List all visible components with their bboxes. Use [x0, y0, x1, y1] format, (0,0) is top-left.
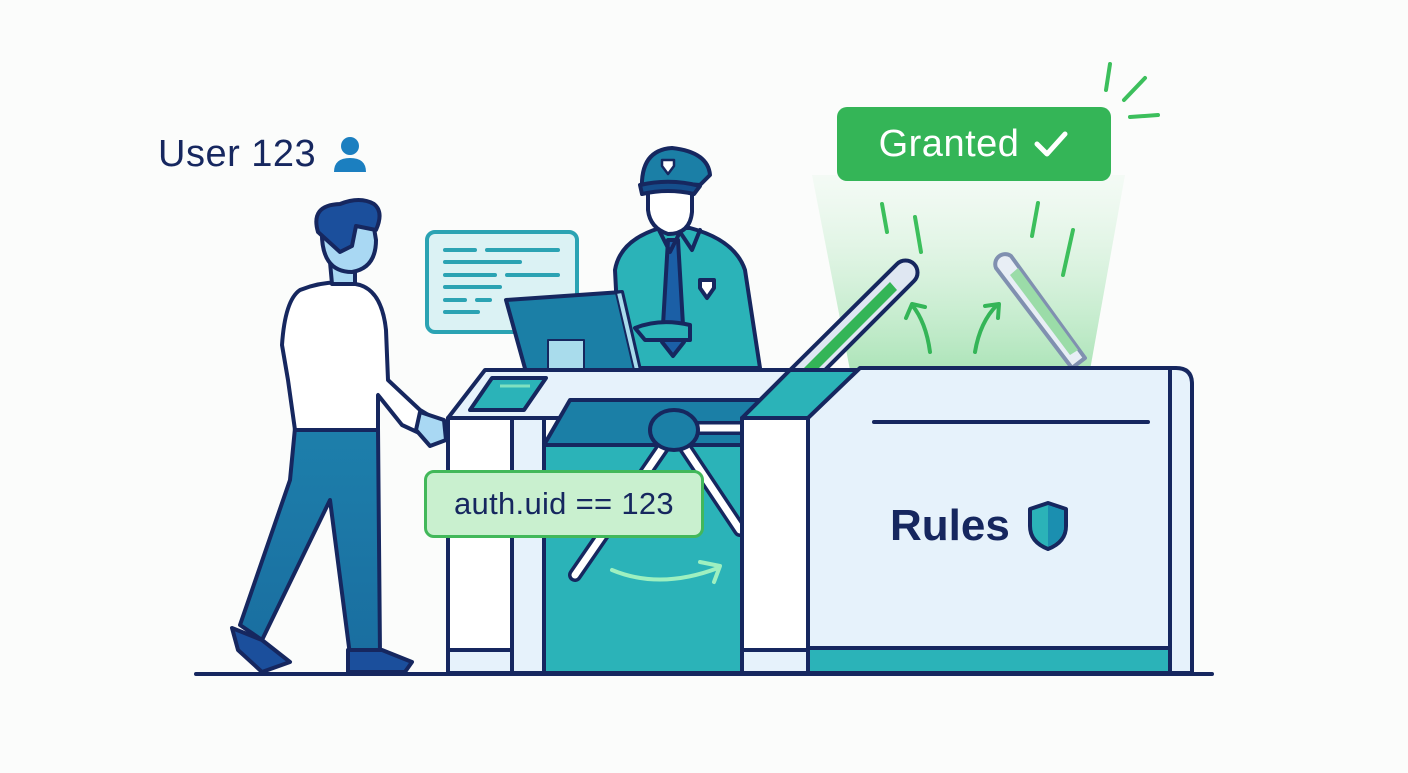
granted-text: Granted	[878, 122, 1020, 165]
rules-cabinet	[806, 366, 1194, 675]
user-label-text: User 123	[158, 133, 317, 175]
person-icon	[334, 136, 367, 172]
rules-label: Rules	[890, 500, 1070, 552]
granted-badge: Granted	[837, 107, 1111, 181]
user-label: User 123	[158, 133, 368, 176]
success-light-beam	[812, 175, 1125, 370]
barrier-arm-left	[778, 258, 920, 397]
sparkle-icon	[1104, 62, 1160, 119]
checkmark-icon	[1034, 131, 1068, 157]
arrow-up-icon	[904, 302, 1001, 354]
security-guard	[613, 146, 762, 370]
monitor	[504, 290, 642, 374]
user-person	[230, 198, 448, 674]
beam-dashes	[880, 201, 1075, 277]
auth-condition-text: auth.uid == 123	[454, 486, 674, 521]
auth-condition-chip: auth.uid == 123	[424, 470, 704, 538]
barrier-arm-right	[993, 252, 1087, 370]
rules-text: Rules	[890, 501, 1010, 550]
shield-icon	[1027, 501, 1068, 551]
